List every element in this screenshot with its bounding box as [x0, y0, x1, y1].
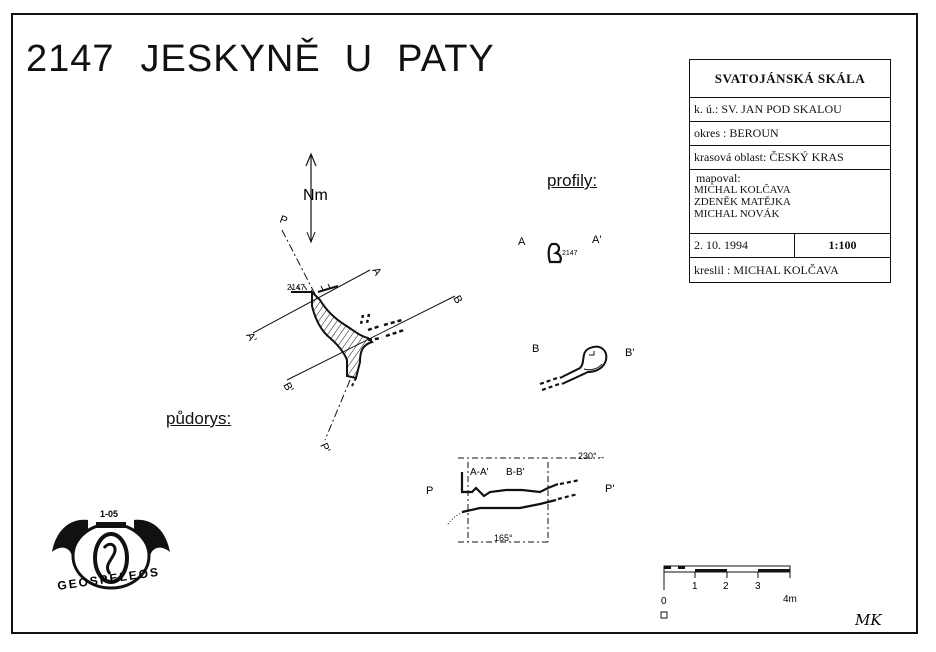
mapper-name: ZDENĚK MATĚJKA	[694, 196, 791, 208]
drawing-frame	[11, 13, 918, 634]
scale-tick-0: 0	[661, 596, 667, 607]
logo-badge: 1-05	[100, 509, 118, 519]
scale-bar: 0 1 2 3 4m	[660, 565, 797, 619]
plan-a2-label: A'	[243, 331, 258, 345]
profiles-heading: profily:	[547, 171, 598, 190]
profile-mark-bb: B-B'	[506, 467, 525, 478]
page-title: 2147 JESKYNĚ U PATY	[26, 38, 495, 81]
plan-heading: půdorys:	[166, 409, 232, 428]
map-scale: 1:100	[828, 238, 857, 252]
profile-a-label: A	[518, 236, 526, 248]
mappers-block: mapoval: MICHAL KOLČAVA ZDENĚK MATĚJKA M…	[690, 170, 890, 234]
profile-p2-label: P'	[605, 483, 614, 495]
plan-section-lines	[252, 229, 456, 441]
scale-tick-3: 3	[755, 581, 761, 592]
profile-a: A A' 2147	[518, 234, 601, 264]
plan-b2-label: B'	[280, 381, 295, 395]
north-label: Nm	[303, 187, 328, 204]
plan-p2-label: P'	[317, 441, 332, 455]
plan-b-label: B	[450, 294, 464, 306]
profile-b-label: B	[532, 343, 539, 355]
profile-p-label: P	[426, 485, 433, 497]
signature: MK	[854, 611, 882, 629]
mappers-label: mapoval:	[696, 171, 741, 185]
title-block: SVATOJÁNSKÁ SKÁLA k. ú.: SV. JAN POD SKA…	[689, 59, 891, 283]
profile-mark-aa: A-A'	[470, 467, 489, 478]
plan-p-label: P	[278, 214, 289, 228]
geospeleos-logo: 1-05 GEOSPELEOS	[52, 509, 170, 593]
cave-name-word-1: JESKYNĚ	[140, 38, 321, 80]
cave-name-word-2: U	[344, 38, 374, 80]
locality-name: SVATOJÁNSKÁ SKÁLA	[690, 60, 890, 98]
profile-a2-label: A'	[592, 234, 601, 246]
profile-b2-label: B'	[625, 347, 634, 359]
scale-tick-2: 2	[723, 581, 729, 592]
scale-tick-4: 4m	[783, 594, 797, 605]
date-scale-row: 2. 10. 1994 1:100	[690, 234, 890, 258]
cave-name-word-3: PATY	[397, 38, 495, 80]
scale-square	[660, 611, 668, 619]
scale-tick-1: 1	[692, 581, 698, 592]
profile-b: B B'	[532, 343, 634, 392]
cadastral-area: k. ú.: SV. JAN POD SKALOU	[690, 98, 890, 122]
cave-plan: 2147	[287, 283, 405, 387]
profile-a-entrance-label: 2147	[562, 250, 578, 257]
mapper-name: MICHAL NOVÁK	[694, 208, 780, 220]
mapper-name: MICHAL KOLČAVA	[694, 184, 791, 196]
entrance-label: 2147	[287, 283, 305, 292]
karst-region: krasová oblast: ČESKÝ KRAS	[690, 146, 890, 170]
survey-date: 2. 10. 1994	[690, 234, 795, 257]
drawn-by: kreslil : MICHAL KOLČAVA	[694, 262, 839, 277]
azimuth-top: 230°→	[578, 451, 606, 461]
cave-number: 2147	[26, 38, 115, 80]
azimuth-bottom: 165°	[494, 533, 513, 543]
north-arrow: Nm	[303, 152, 328, 244]
district: okres : BEROUN	[690, 122, 890, 146]
plan-a-label: A	[369, 266, 383, 279]
profile-p: P P' A-A' B-B' 230°→ 165°	[426, 451, 614, 543]
